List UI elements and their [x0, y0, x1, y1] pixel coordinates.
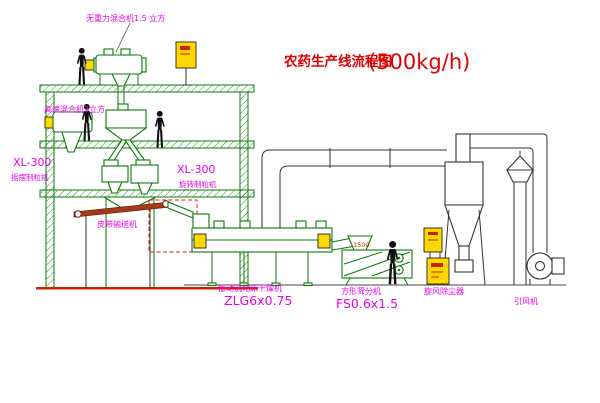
dryer-inlet	[192, 213, 210, 229]
label-sifter-name: 方形筛分机	[341, 286, 381, 296]
labels: 无重力混合机1.5 立方 高速混合机3立方 XL-300 摇摆制粒机 XL-30…	[11, 13, 538, 311]
label-high-speed-mixer: 高速混合机3立方	[44, 104, 105, 114]
fan-motor	[551, 257, 565, 275]
vibration-motor-left	[193, 233, 207, 249]
cyclone-outlet-pipe	[455, 133, 471, 163]
cyclone-discharge-valve	[454, 259, 474, 273]
label-granulator-right-name: 旋转制粒机	[179, 179, 217, 189]
page-title: 农药生产线流程图	[283, 53, 392, 70]
feed-bin	[104, 103, 148, 163]
label-granulator-left-model: XL-300	[13, 156, 51, 169]
control-cabinet-upper	[423, 227, 443, 258]
vibration-motor-right	[317, 233, 331, 249]
zero-gravity-mixer	[84, 48, 147, 110]
label-induced-fan: 引风机	[514, 296, 538, 306]
label-cyclone: 旋风除尘器	[424, 286, 464, 296]
label-dimension: 1500	[353, 241, 370, 249]
fluid-bed-dryer	[191, 213, 357, 287]
label-belt-conveyor: 皮带输送机	[97, 219, 137, 229]
label-top-mixer: 无重力混合机1.5 立方	[86, 13, 165, 23]
induced-draft-fan	[526, 252, 565, 285]
label-granulator-left-name: 摇摆制粒机	[11, 172, 49, 182]
outlet-duct	[470, 133, 548, 253]
rain-cap	[505, 155, 535, 171]
exhaust-stack	[505, 151, 535, 285]
label-granulator-right-model: XL-300	[177, 163, 215, 176]
exhaust-duct	[261, 148, 447, 228]
label-leader-line	[115, 22, 131, 53]
label-dryer-name: 振动流化床干燥机	[218, 283, 282, 293]
control-cabinet-top	[175, 41, 197, 86]
belt-conveyor	[73, 200, 171, 288]
cyclone-separator	[442, 133, 486, 286]
control-cabinet-lower	[426, 257, 450, 285]
title-block: 农药生产线流程图 (500kg/h)	[283, 50, 470, 74]
square-sifter	[341, 235, 413, 286]
page-title-capacity: (500kg/h)	[368, 50, 470, 74]
building-baseline	[36, 287, 258, 290]
granulator-right	[130, 159, 159, 195]
label-dryer-model: ZLG6x0.75	[224, 293, 292, 308]
label-sifter-model: FS0.6x1.5	[336, 296, 398, 311]
granulator-left	[101, 159, 129, 194]
mixer-motor	[84, 59, 95, 71]
high-speed-mixer	[44, 111, 93, 153]
mixer-motor	[44, 116, 54, 129]
